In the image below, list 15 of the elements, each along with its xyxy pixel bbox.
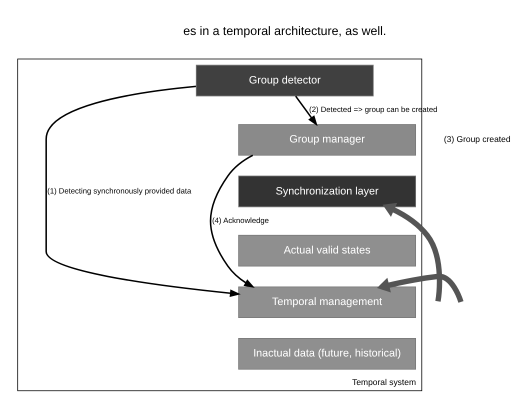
- edge-label: (1) Detecting synchronously provided data: [47, 186, 192, 196]
- arrow: [210, 154, 255, 288]
- node-box: Group manager: [238, 124, 416, 156]
- arrow: [295, 96, 318, 126]
- arrow: [377, 274, 464, 303]
- node-box: Inactual data (future, historical): [238, 338, 416, 370]
- label: es in a temporal architecture, as well.: [183, 24, 386, 38]
- node-box: Temporal management: [238, 286, 416, 318]
- label: (3) Group created: [444, 134, 511, 144]
- arrow: [382, 202, 442, 302]
- node-box: Actual valid states: [238, 234, 416, 266]
- arrow: [45, 86, 241, 297]
- node-box: Synchronization layer: [238, 176, 416, 208]
- edge-label: (4) Acknowledge: [212, 216, 269, 225]
- node-box: Group detector: [196, 64, 374, 96]
